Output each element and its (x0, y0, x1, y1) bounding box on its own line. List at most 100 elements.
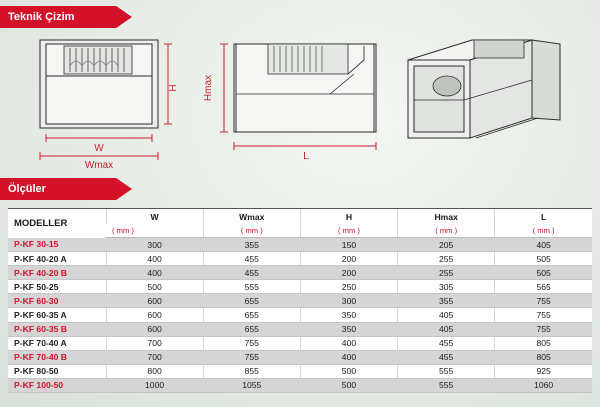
table-row: P-KF 60-35 A 600 655 350 405 755 (8, 307, 592, 323)
w-cell: 600 (105, 307, 204, 323)
table-row: P-KF 40-20 A 400 455 200 255 505 (8, 251, 592, 267)
l-cell: 755 (494, 322, 592, 337)
dim-label-wmax: Wmax (85, 160, 113, 171)
model-cell: P-KF 80-50 (8, 364, 106, 379)
wmax-cell: 655 (202, 307, 301, 323)
hmax-cell: 305 (397, 279, 495, 295)
w-cell: 700 (105, 350, 204, 365)
unit-label: ( mm ) (397, 224, 495, 238)
h-cell: 400 (299, 336, 398, 351)
h-cell: 350 (299, 307, 398, 323)
wmax-cell: 755 (202, 350, 301, 365)
l-cell: 755 (494, 293, 592, 309)
section-tag-dimensions: Ölçüler (0, 178, 132, 200)
wmax-cell: 455 (202, 251, 301, 267)
l-cell: 1060 (494, 378, 592, 394)
front-view-drawing (39, 39, 159, 129)
h-cell: 300 (299, 293, 398, 309)
l-cell: 925 (494, 364, 592, 379)
l-cell: 805 (494, 350, 592, 365)
h-cell: 500 (299, 378, 398, 394)
unit-label: ( mm ) (299, 224, 398, 238)
column-header-models: MODELLER (8, 208, 106, 238)
side-view-drawing (233, 43, 377, 133)
technical-drawings: W Wmax H Hmax L (39, 39, 561, 171)
column-header-hmax: Hmax (397, 208, 495, 224)
h-cell: 400 (299, 350, 398, 365)
wmax-cell: 555 (202, 279, 301, 295)
column-header-w: W (105, 208, 204, 224)
w-cell: 600 (105, 293, 204, 309)
hmax-cell: 255 (397, 265, 495, 281)
h-cell: 500 (299, 364, 398, 379)
w-cell: 700 (105, 336, 204, 351)
l-cell: 505 (494, 265, 592, 281)
section-title-dimensions: Ölçüler (8, 183, 46, 195)
w-cell: 300 (105, 237, 204, 253)
dim-label-h: H (168, 84, 179, 91)
front-view-dimensions (39, 43, 172, 160)
h-cell: 200 (299, 251, 398, 267)
wmax-cell: 355 (202, 237, 301, 253)
column-header-h: H (299, 208, 398, 224)
l-cell: 565 (494, 279, 592, 295)
column-header-wmax: Wmax (202, 208, 301, 224)
table-row: P-KF 80-50 800 855 500 555 925 (8, 364, 592, 379)
model-cell: P-KF 30-15 (8, 237, 106, 253)
hmax-cell: 255 (397, 251, 495, 267)
model-cell: P-KF 60-30 (8, 293, 106, 309)
h-cell: 250 (299, 279, 398, 295)
h-cell: 350 (299, 322, 398, 337)
w-cell: 500 (105, 279, 204, 295)
table-row: P-KF 70-40 A 700 755 400 455 805 (8, 336, 592, 351)
model-cell: P-KF 60-35 B (8, 322, 106, 337)
side-view-dimensions (220, 43, 377, 150)
table-row: P-KF 50-25 500 555 250 305 565 (8, 279, 592, 295)
l-cell: 755 (494, 307, 592, 323)
wmax-cell: 655 (202, 293, 301, 309)
table-unit-row: ( mm ) ( mm ) ( mm ) ( mm ) ( mm ) (8, 224, 592, 238)
w-cell: 400 (105, 251, 204, 267)
model-cell: P-KF 40-20 A (8, 251, 106, 267)
dimensions-table: MODELLER W Wmax H Hmax L ( mm ) ( mm ) (… (8, 208, 592, 394)
hmax-cell: 455 (397, 336, 495, 351)
model-cell: P-KF 70-40 A (8, 336, 106, 351)
wmax-cell: 855 (202, 364, 301, 379)
unit-label: ( mm ) (202, 224, 301, 238)
w-cell: 1000 (105, 378, 204, 394)
section-title-technical-drawing: Teknik Çizim (8, 11, 75, 23)
w-cell: 400 (105, 265, 204, 281)
model-cell: P-KF 70-40 B (8, 350, 106, 365)
table-row: P-KF 40-20 B 400 455 200 255 505 (8, 265, 592, 281)
wmax-cell: 655 (202, 322, 301, 337)
hmax-cell: 555 (397, 378, 495, 394)
column-header-l: L (494, 208, 592, 224)
wmax-cell: 755 (202, 336, 301, 351)
model-cell: P-KF 50-25 (8, 279, 106, 295)
hmax-cell: 405 (397, 307, 495, 323)
wmax-cell: 455 (202, 265, 301, 281)
hmax-cell: 355 (397, 293, 495, 309)
hmax-cell: 205 (397, 237, 495, 253)
h-cell: 200 (299, 265, 398, 281)
unit-label: ( mm ) (494, 224, 592, 238)
hmax-cell: 555 (397, 364, 495, 379)
hmax-cell: 455 (397, 350, 495, 365)
dim-label-hmax: Hmax (203, 75, 214, 101)
table-header-row: MODELLER W Wmax H Hmax L (8, 208, 592, 238)
l-cell: 805 (494, 336, 592, 351)
table-row: P-KF 60-30 600 655 300 355 755 (8, 293, 592, 309)
table-row: P-KF 30-15 300 355 150 205 405 (8, 237, 592, 253)
w-cell: 800 (105, 364, 204, 379)
l-cell: 405 (494, 237, 592, 253)
model-cell: P-KF 100-50 (8, 378, 106, 394)
table-row: P-KF 70-40 B 700 755 400 455 805 (8, 350, 592, 365)
model-cell: P-KF 40-20 B (8, 265, 106, 281)
wmax-cell: 1055 (202, 378, 301, 394)
h-cell: 150 (299, 237, 398, 253)
unit-label: ( mm ) (106, 224, 204, 238)
model-cell: P-KF 60-35 A (8, 307, 106, 323)
section-tag-technical-drawing: Teknik Çizim (0, 6, 132, 28)
w-cell: 600 (105, 322, 204, 337)
table-row: P-KF 100-50 1000 1055 500 555 1060 (8, 378, 592, 394)
